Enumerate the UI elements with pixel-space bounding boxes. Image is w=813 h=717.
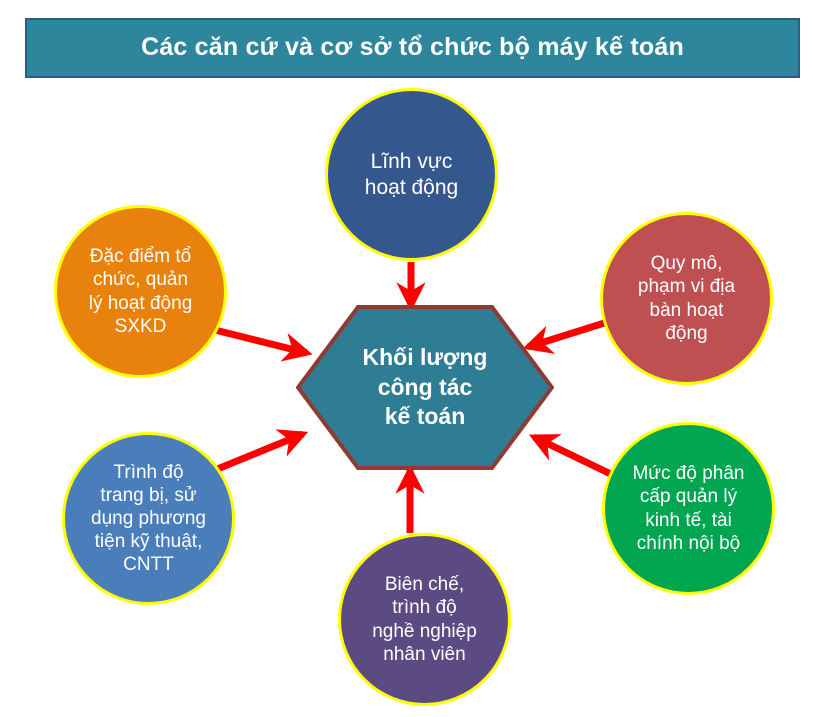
arrow-right-bottom-to-center <box>528 433 621 482</box>
node-label: Trình độ trang bị, sử dụng phương tiện k… <box>91 461 206 576</box>
node-linh-vuc-hoat-dong[interactable]: Lĩnh vực hoạt động <box>325 88 498 261</box>
arrow-left-top-to-center <box>210 325 313 362</box>
hexagon-shape <box>296 305 554 470</box>
node-quy-mo-pham-vi[interactable]: Quy mô, phạm vi địa bàn hoạt động <box>600 212 773 385</box>
center-hexagon[interactable]: Khối lượng công tác kế toán <box>296 305 554 470</box>
node-label: Quy mô, phạm vi địa bàn hoạt động <box>637 253 736 344</box>
node-label: Đặc điểm tổ chức, quản lý hoạt động SXKD <box>88 246 193 337</box>
node-muc-do-phan-cap[interactable]: Mức độ phân cấp quản lý kinh tế, tài chí… <box>602 422 775 595</box>
node-dac-diem-to-chuc[interactable]: Đặc điểm tổ chức, quản lý hoạt động SXKD <box>54 205 227 378</box>
arrow-right-top-to-center <box>522 315 619 354</box>
page-title: Các căn cứ và cơ sở tổ chức bộ máy kế to… <box>141 33 684 62</box>
node-trinh-do-trang-bi[interactable]: Trình độ trang bị, sử dụng phương tiện k… <box>62 432 235 605</box>
diagram-title-banner: Các căn cứ và cơ sở tổ chức bộ máy kế to… <box>25 18 800 78</box>
node-label: Lĩnh vực hoạt động <box>364 149 459 199</box>
node-bien-che-trinh-do[interactable]: Biên chế, trình độ nghề nghiệp nhân viên <box>338 533 511 706</box>
node-label: Biên chế, trình độ nghề nghiệp nhân viên <box>372 574 477 665</box>
node-label: Mức độ phân cấp quản lý kinh tế, tài chí… <box>632 463 745 554</box>
arrow-left-bottom-to-center <box>213 429 309 474</box>
